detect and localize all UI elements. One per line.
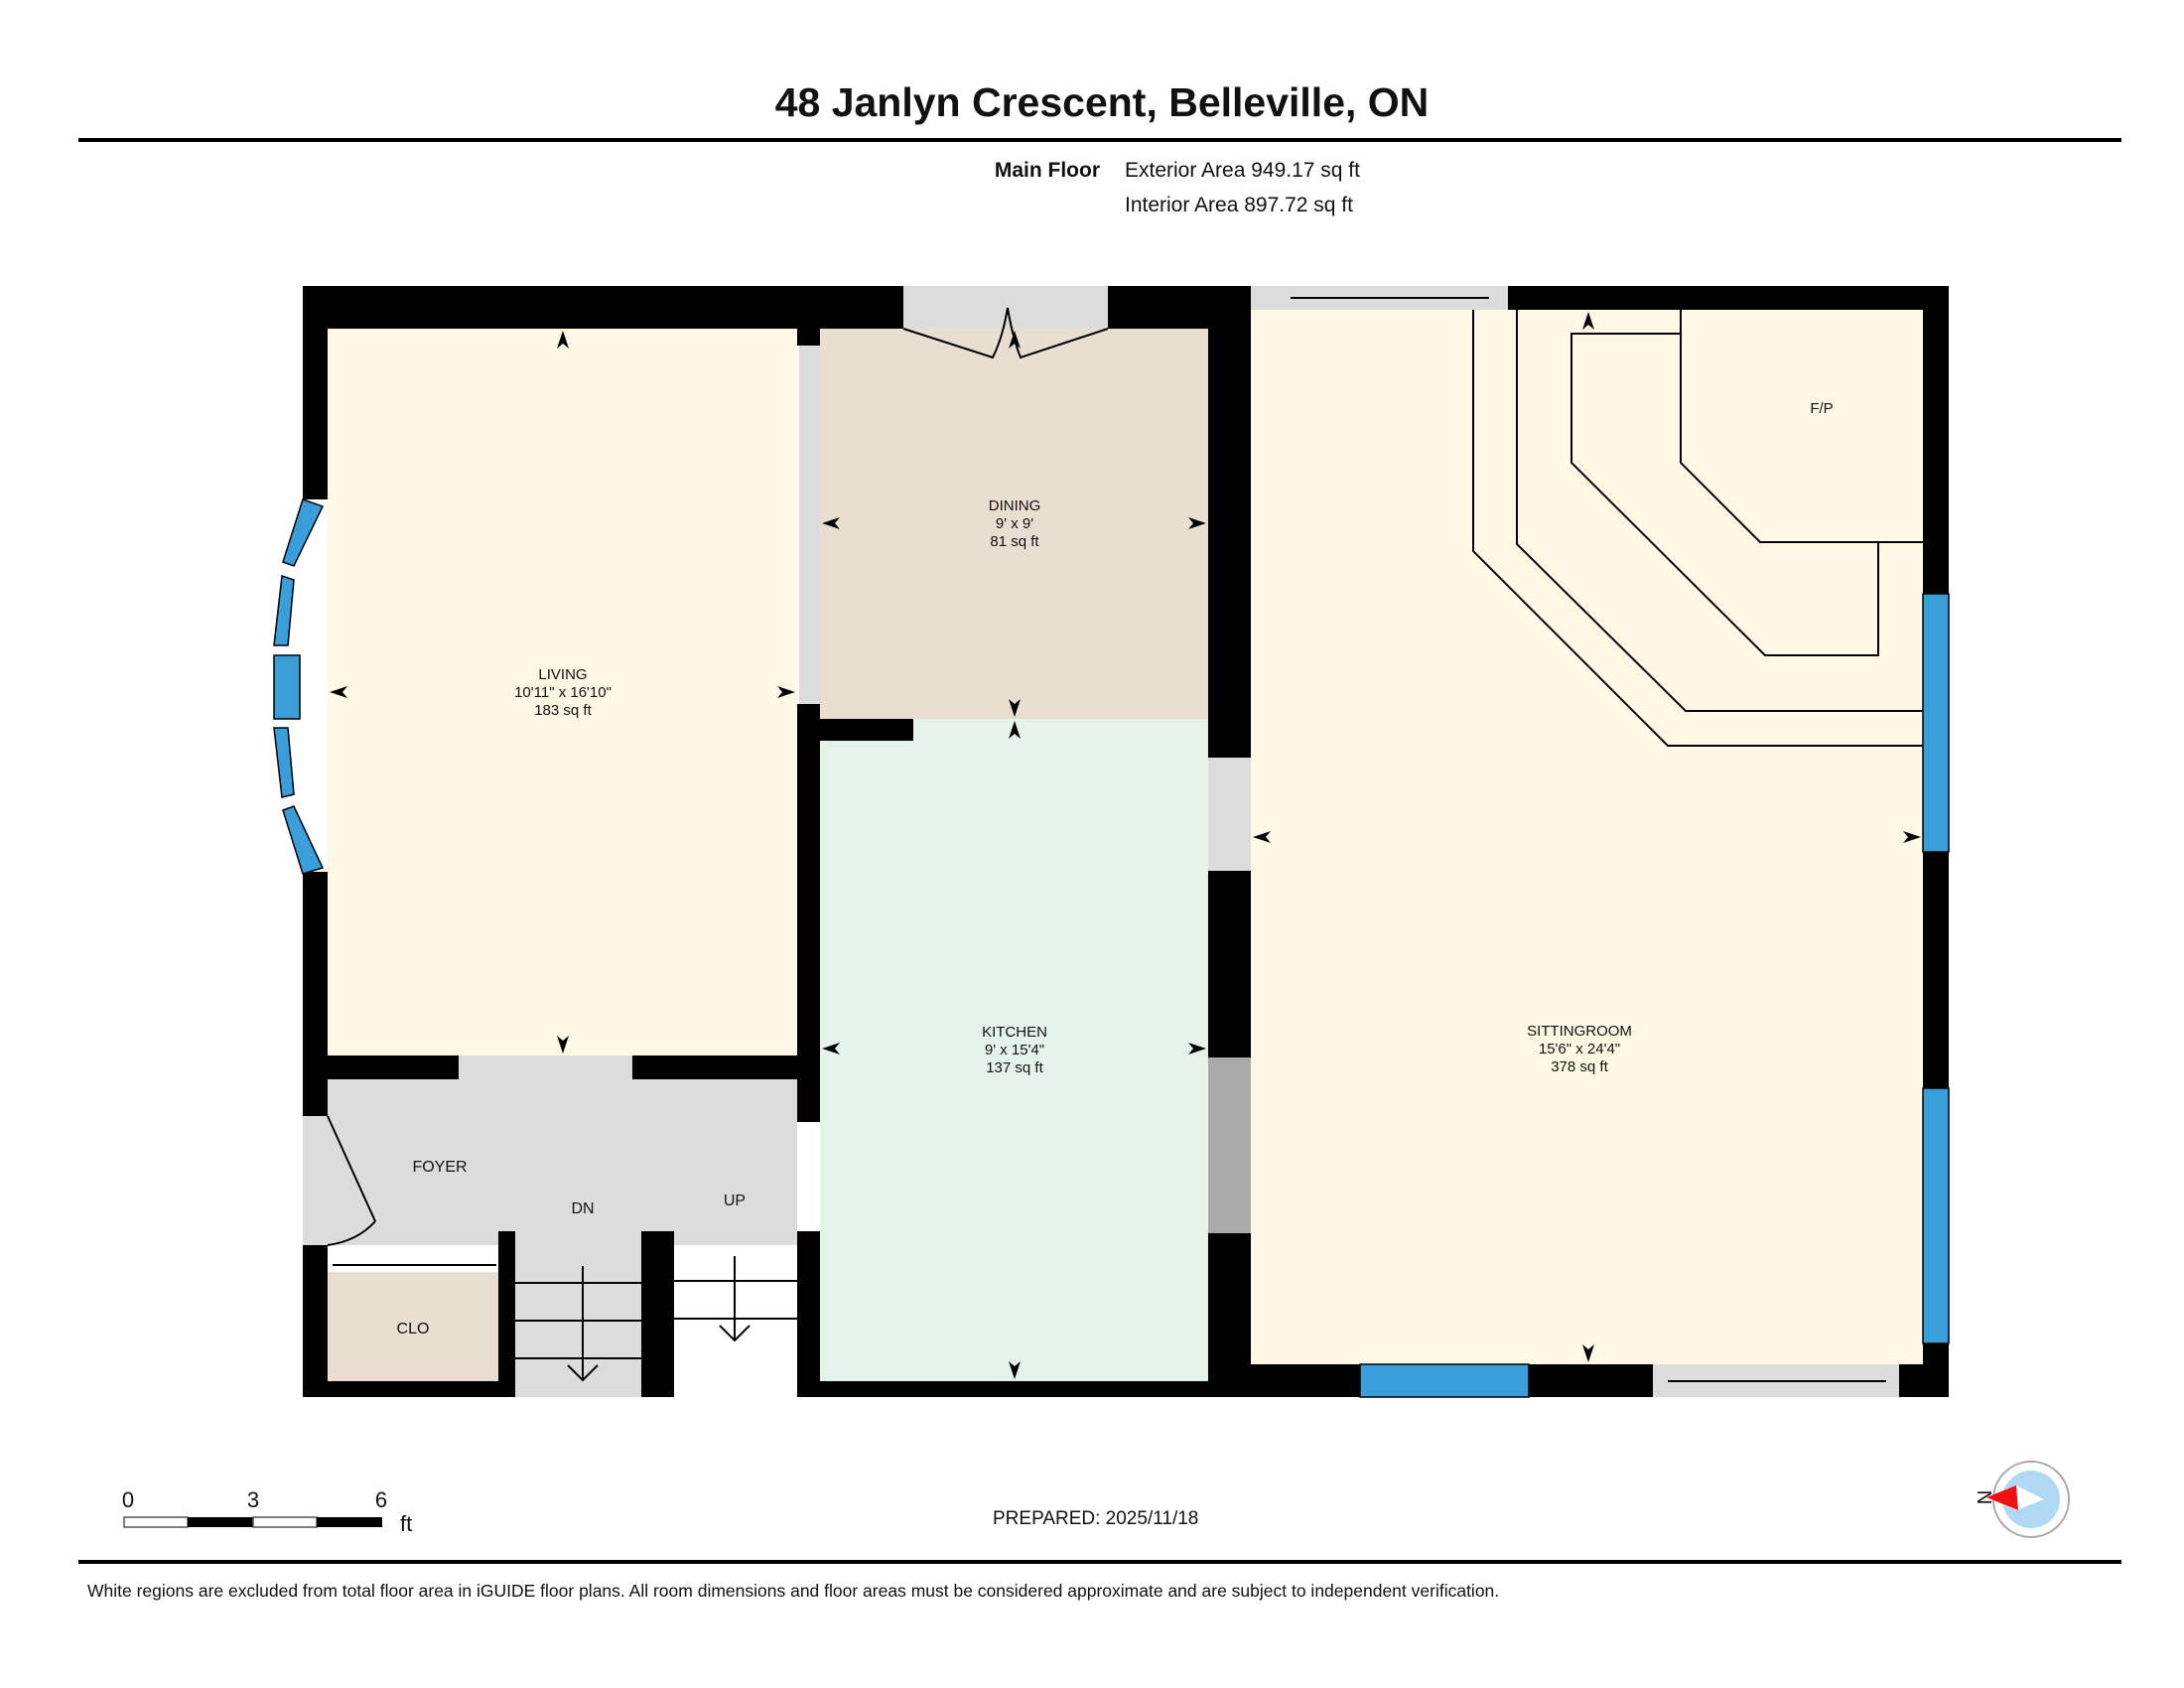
door-swings [327,297,1886,1382]
windows [273,498,1950,1398]
sittingroom-area: 378 sq ft [1551,1058,1608,1075]
dining-dims: 9' x 9' [996,515,1033,532]
room-kitchen [820,719,1208,1381]
footer-rule [78,1560,2121,1564]
kitchen-area: 137 sq ft [986,1059,1043,1076]
dimension-arrows [330,312,1921,1379]
sittingroom-dims: 15'6" x 24'4" [1539,1041,1620,1057]
stairs-down-label: DN [571,1200,594,1217]
living-name: LIVING [538,666,587,683]
fireplace-outline [1472,310,1923,747]
opening-living-dining [799,346,820,704]
scale-unit: ft [400,1511,412,1536]
scale-bar: 0 3 6 ft [122,1487,412,1536]
foyer-label: FOYER [412,1159,467,1176]
header-rule [78,138,2121,142]
kitchen-dims: 9' x 15'4" [985,1042,1044,1058]
scale-tick-6: 6 [375,1487,387,1512]
room-sittingroom [1251,310,1923,1364]
dining-area: 81 sq ft [990,533,1039,550]
living-area: 183 sq ft [534,702,592,719]
front-door-frame [303,1116,328,1245]
room-living [328,329,797,1055]
opening-kitchen-sitting [1208,758,1251,871]
exterior-area: Exterior Area 949.17 sq ft [1125,159,1360,182]
stair-treads [515,1256,797,1382]
compass-icon: N [1973,1461,2070,1538]
scale-tick-0: 0 [122,1487,134,1512]
interior-area: Interior Area 897.72 sq ft [1125,194,1353,216]
prepared-date: PREPARED: 2025/11/18 [993,1508,1198,1529]
room-dining [820,329,1208,719]
fireplace-label: F/P [1810,400,1833,417]
floor-name: Main Floor [995,159,1100,182]
scale-tick-3: 3 [247,1487,259,1512]
kitchen-name: KITCHEN [982,1024,1047,1041]
footer-disclaimer: White regions are excluded from total fl… [87,1581,1499,1601]
dining-name: DINING [989,497,1041,514]
closet-label: CLO [397,1321,430,1337]
stairs-up-label: UP [724,1193,746,1209]
opening-living-foyer [459,1055,632,1079]
page-title: 48 Janlyn Crescent, Belleville, ON [775,79,1430,125]
compass-north-label: N [1973,1490,1994,1504]
room-closet [328,1272,498,1381]
sittingroom-name: SITTINGROOM [1527,1023,1632,1040]
opening-kitchen-sitting-lower [1208,1057,1251,1233]
room-foyer [328,1079,797,1245]
living-dims: 10'11" x 16'10" [514,684,612,701]
